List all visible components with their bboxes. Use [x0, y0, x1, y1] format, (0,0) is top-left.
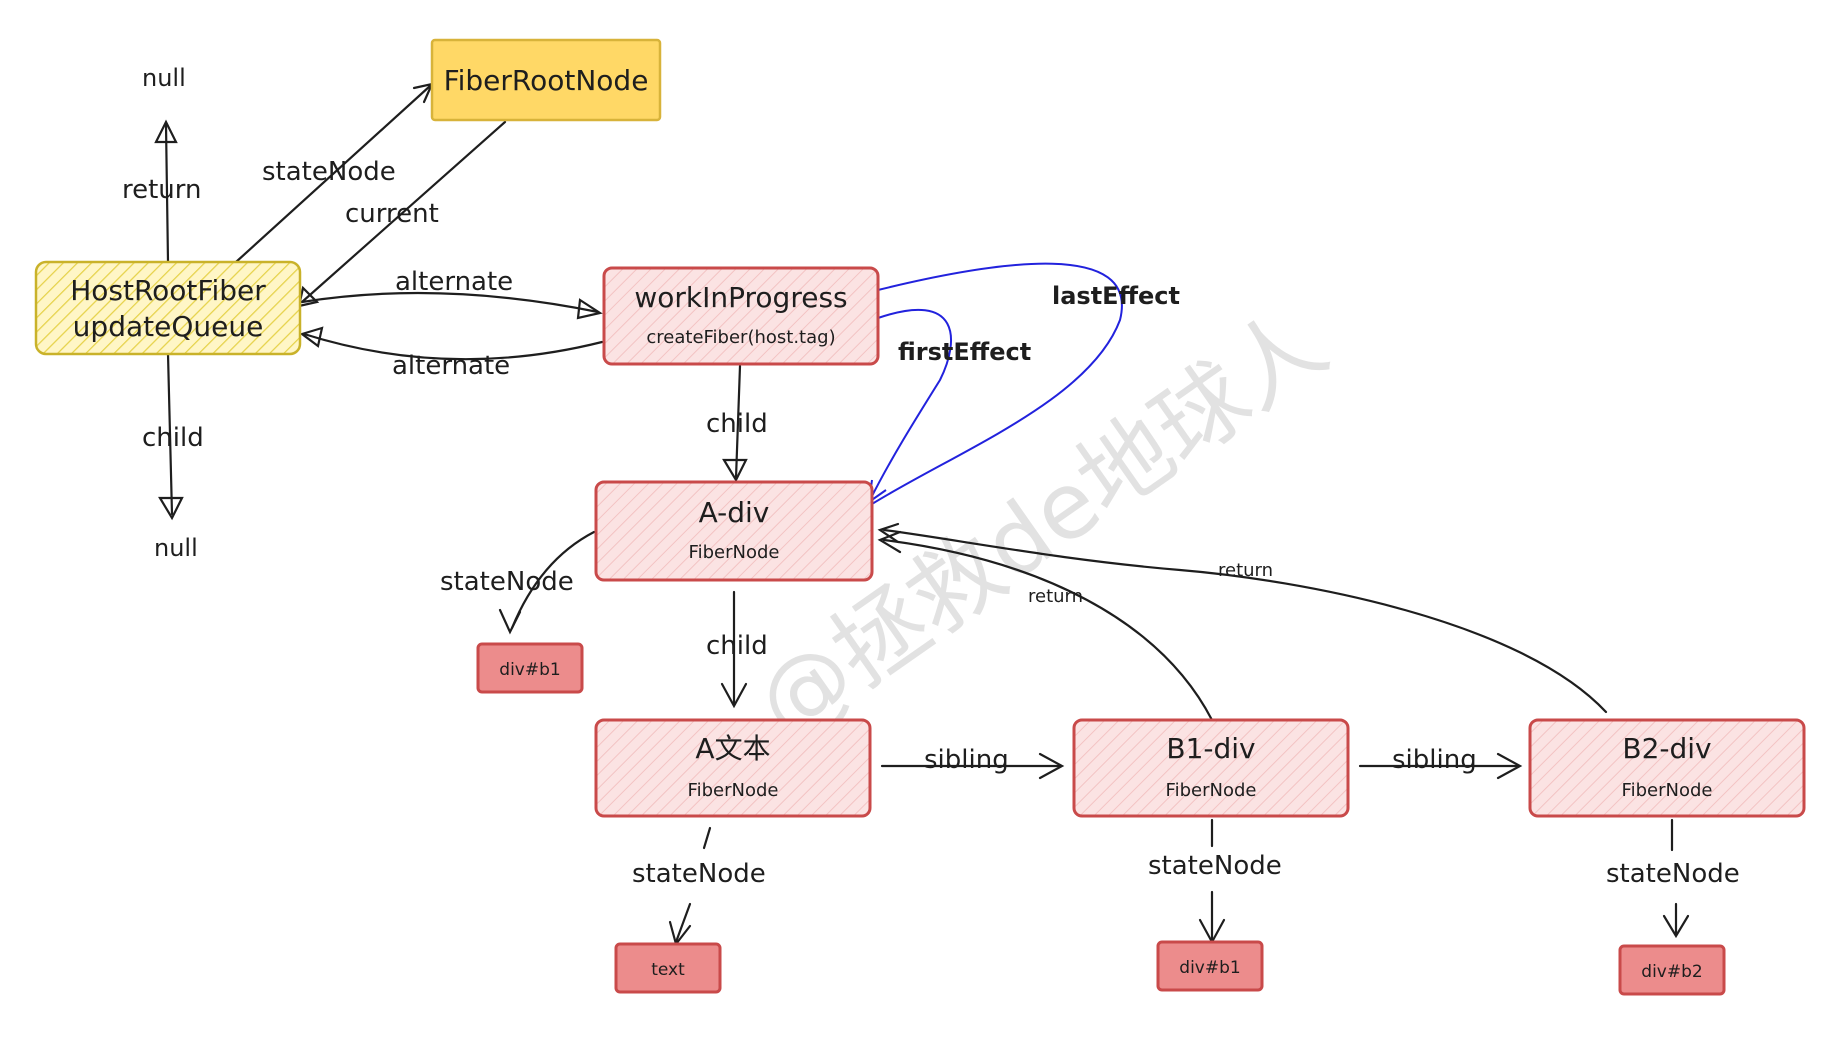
edge-b1-statenode: stateNode: [1148, 818, 1282, 945]
edge-label-b1-return: return: [1028, 586, 1083, 607]
edge-adiv-child: child: [706, 590, 768, 709]
edge-alternate-to-host: alternate: [299, 326, 604, 381]
node-fiber-root: FiberRootNode: [430, 38, 662, 122]
node-host-root-subtitle: updateQueue: [73, 310, 264, 343]
edge-last-effect: lastEffect: [871, 262, 1180, 505]
node-b2-div-subtitle: FiberNode: [1622, 780, 1713, 801]
node-a-text: A文本 FiberNode: [594, 718, 872, 818]
node-a-div-subtitle: FiberNode: [689, 542, 780, 563]
edge-label-sibling-1: sibling: [924, 745, 1009, 775]
node-b2-div: B2-div FiberNode: [1528, 718, 1806, 818]
leaf-a-div-dom-label: div#b1: [499, 660, 560, 680]
edge-adiv-statenode: stateNode: [440, 530, 596, 635]
leaf-b2-dom: div#b2: [1618, 944, 1726, 996]
edge-atext-statenode: stateNode: [632, 826, 766, 947]
node-fiber-root-title: FiberRootNode: [444, 64, 649, 97]
edge-label-b2-statenode: stateNode: [1606, 859, 1740, 889]
edge-b1-sibling: sibling: [1358, 745, 1523, 780]
edge-label-alternate-bottom: alternate: [392, 351, 510, 381]
edge-host-child: child: [142, 352, 204, 521]
node-b1-div-title: B1-div: [1166, 732, 1255, 765]
node-wip-title: workInProgress: [634, 281, 847, 314]
edge-label-alternate-top: alternate: [395, 267, 513, 297]
node-wip-subtitle: createFiber(host.tag): [646, 327, 835, 348]
node-a-div: A-div FiberNode: [594, 480, 874, 582]
edge-wip-child: child: [706, 364, 768, 483]
edge-label-last-effect: lastEffect: [1052, 282, 1180, 310]
edge-label-atext-statenode: stateNode: [632, 859, 766, 889]
edge-b1-return: return: [877, 530, 1214, 722]
node-a-text-subtitle: FiberNode: [688, 780, 779, 801]
edge-label-sibling-2: sibling: [1392, 745, 1477, 775]
edge-atext-sibling: sibling: [880, 745, 1065, 780]
node-host-root: HostRootFiber updateQueue: [34, 260, 302, 356]
node-a-text-title: A文本: [695, 732, 770, 765]
leaf-a-text-dom-label: text: [651, 960, 685, 980]
leaf-a-text-dom: text: [614, 942, 722, 994]
leaf-b1-dom: div#b1: [1156, 940, 1264, 992]
edge-label-b2-return: return: [1218, 560, 1273, 581]
edge-label-b1-statenode: stateNode: [1148, 851, 1282, 881]
node-a-div-title: A-div: [699, 496, 770, 529]
node-b1-div-subtitle: FiberNode: [1166, 780, 1257, 801]
edge-label-adiv-statenode: stateNode: [440, 567, 574, 597]
node-work-in-progress: workInProgress createFiber(host.tag): [602, 266, 880, 366]
edge-label-current: current: [345, 199, 439, 229]
edge-label-adiv-child: child: [706, 631, 768, 661]
edge-b2-return: return: [877, 522, 1608, 714]
edge-first-effect: firstEffect: [867, 308, 1031, 505]
edge-label-statenode: stateNode: [262, 157, 396, 187]
edge-current: current: [297, 120, 507, 308]
node-b1-div: B1-div FiberNode: [1072, 718, 1350, 818]
edge-host-statenode: stateNode: [234, 82, 434, 264]
edge-label-wip-child: child: [706, 409, 768, 439]
node-host-root-title: HostRootFiber: [70, 274, 266, 307]
node-b2-div-title: B2-div: [1622, 732, 1711, 765]
leaf-b2-dom-label: div#b2: [1641, 962, 1702, 982]
leaf-b1-dom-label: div#b1: [1179, 958, 1240, 978]
edge-host-return: return: [122, 119, 202, 264]
null-bottom-label: null: [154, 534, 198, 562]
edge-label-host-child: child: [142, 423, 204, 453]
edge-alternate-to-wip: alternate: [300, 267, 603, 320]
leaf-a-div-dom: div#b1: [476, 642, 584, 694]
edge-label-first-effect: firstEffect: [898, 338, 1031, 366]
edge-b2-statenode: stateNode: [1606, 818, 1740, 939]
edge-label-return: return: [122, 175, 202, 205]
null-top-label: null: [142, 64, 186, 92]
